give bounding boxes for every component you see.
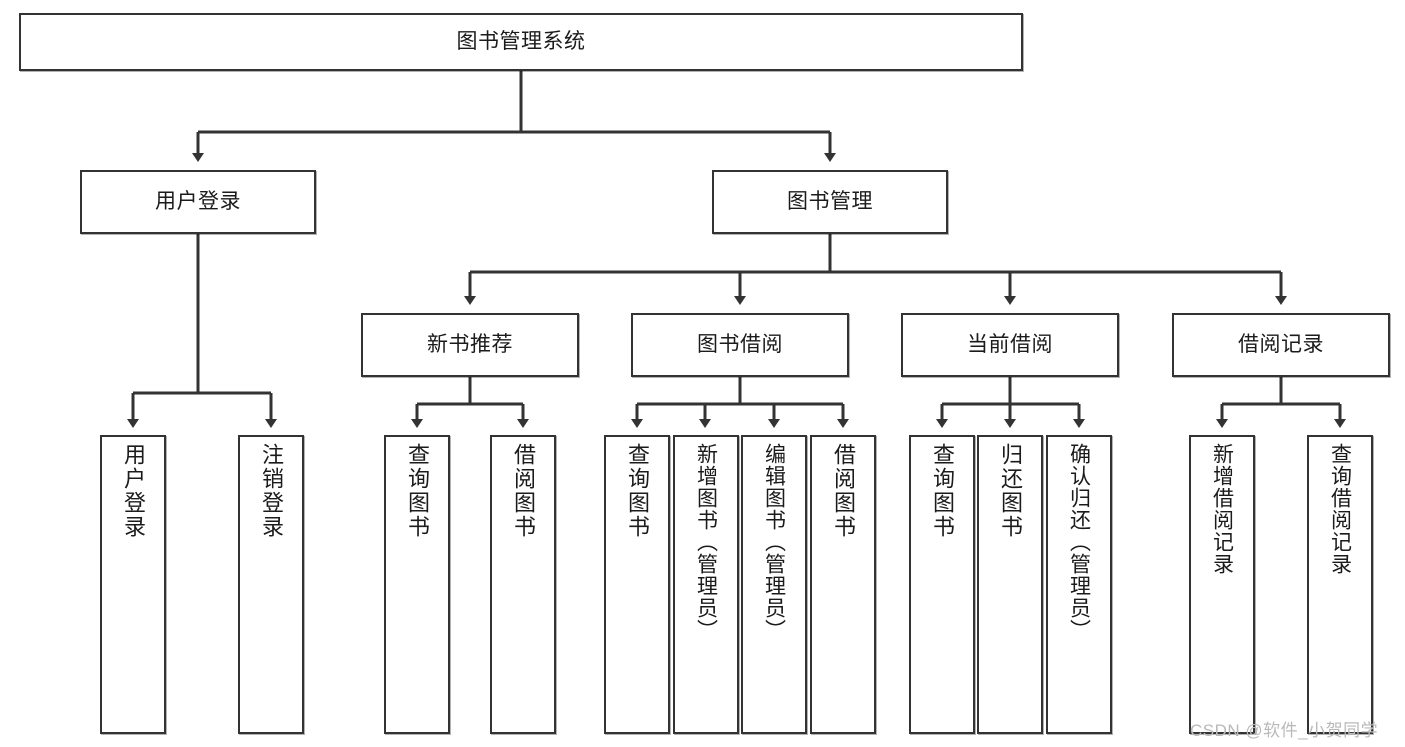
node-current-borrow[interactable]: 当前借阅 (901, 313, 1119, 377)
node-root-label: 图书管理系统 (456, 29, 586, 53)
node-book-management[interactable]: 图书管理 (712, 170, 948, 234)
node-leaf-query-book-label: 查询图书 (625, 443, 650, 539)
node-new-book-recommend[interactable]: 新书推荐 (361, 313, 579, 377)
node-user-login-label: 用户登录 (155, 189, 241, 213)
node-user-login[interactable]: 用户登录 (80, 170, 316, 234)
node-leaf-query-borrow-record[interactable]: 查询借阅记录 (1307, 435, 1373, 734)
node-leaf-add-borrow-record-label: 新增借阅记录 (1210, 443, 1234, 575)
node-leaf-confirm-return-admin-label: 确认归还（管理员） (1067, 443, 1091, 641)
node-borrow-record-label: 借阅记录 (1238, 332, 1324, 356)
node-leaf-query-borrow-record-label: 查询借阅记录 (1328, 443, 1352, 575)
node-current-borrow-label: 当前借阅 (967, 332, 1053, 356)
node-book-management-label: 图书管理 (787, 189, 873, 213)
node-leaf-add-book-admin-label: 新增图书（管理员） (694, 443, 718, 641)
node-leaf-borrow-book-label: 借阅图书 (831, 443, 856, 539)
node-leaf-user-login[interactable]: 用户登录 (100, 435, 166, 734)
node-new-book-recommend-label: 新书推荐 (427, 332, 513, 356)
node-leaf-query-book-newbook-label: 查询图书 (405, 443, 430, 539)
node-leaf-confirm-return-admin[interactable]: 确认归还（管理员） (1046, 435, 1112, 734)
node-leaf-query-book-current-label: 查询图书 (930, 443, 955, 539)
node-leaf-add-book-admin[interactable]: 新增图书（管理员） (673, 435, 739, 734)
node-leaf-query-book[interactable]: 查询图书 (604, 435, 670, 734)
node-leaf-return-book[interactable]: 归还图书 (977, 435, 1043, 734)
node-root[interactable]: 图书管理系统 (19, 13, 1023, 71)
node-leaf-query-book-newbook[interactable]: 查询图书 (384, 435, 450, 734)
node-leaf-borrow-book-newbook[interactable]: 借阅图书 (490, 435, 556, 734)
node-book-borrow-label: 图书借阅 (697, 332, 783, 356)
node-book-borrow[interactable]: 图书借阅 (631, 313, 849, 377)
node-leaf-add-borrow-record[interactable]: 新增借阅记录 (1189, 435, 1255, 734)
node-leaf-user-login-label: 用户登录 (121, 443, 146, 539)
node-leaf-logout-label: 注销登录 (259, 443, 284, 539)
node-leaf-query-book-current[interactable]: 查询图书 (909, 435, 975, 734)
node-leaf-return-book-label: 归还图书 (998, 443, 1023, 539)
node-leaf-edit-book-admin-label: 编辑图书（管理员） (762, 443, 786, 641)
node-borrow-record[interactable]: 借阅记录 (1172, 313, 1390, 377)
node-leaf-edit-book-admin[interactable]: 编辑图书（管理员） (741, 435, 807, 734)
node-leaf-borrow-book-newbook-label: 借阅图书 (511, 443, 536, 539)
node-leaf-borrow-book[interactable]: 借阅图书 (810, 435, 876, 734)
node-leaf-logout[interactable]: 注销登录 (238, 435, 304, 734)
watermark: CSDN @软件_小贺同学 (1190, 721, 1379, 740)
